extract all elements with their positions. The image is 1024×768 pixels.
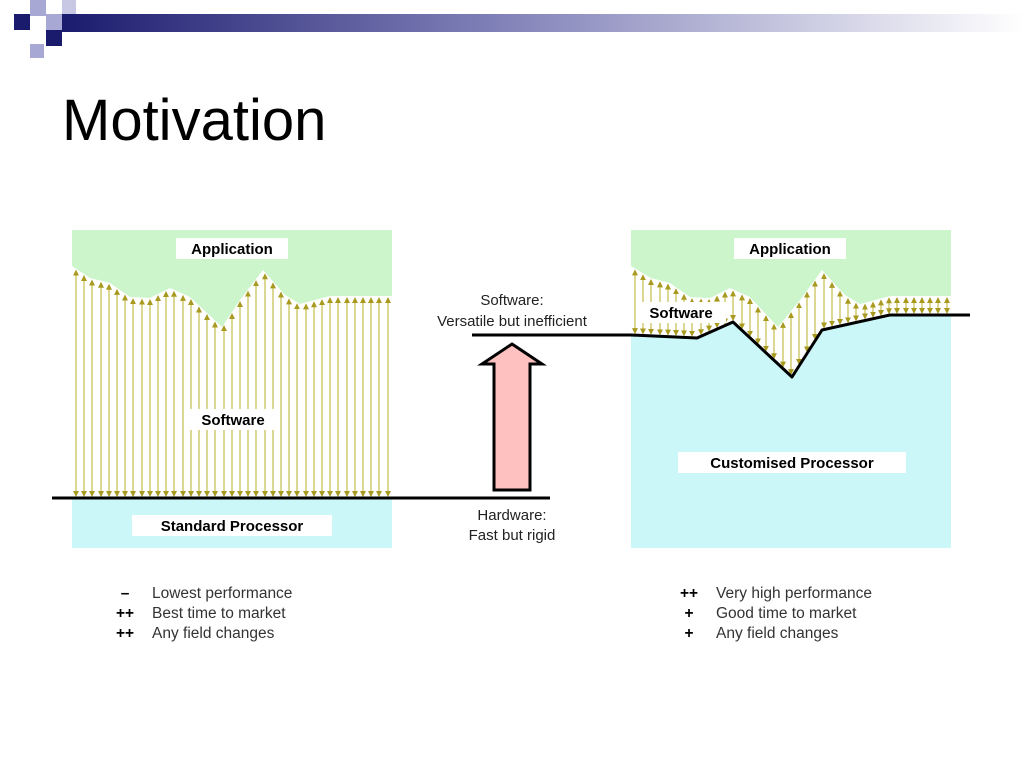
pros-cons-row: ++ Very high performance (672, 584, 872, 604)
pros-cons-row: – Lowest performance (108, 584, 293, 604)
rating-symbol: ++ (115, 605, 135, 622)
rating-text: Very high performance (716, 585, 872, 602)
rating-text: Best time to market (152, 605, 286, 622)
hardware-caption-line1: Hardware: (477, 507, 546, 524)
software-label-bg-right (636, 302, 726, 323)
pros-cons-row: + Any field changes (672, 624, 872, 644)
customised-processor-panel: Application Software Customised Processo… (630, 230, 970, 548)
application-area-right (631, 230, 951, 327)
software-caption-line1: Software: (480, 292, 543, 309)
up-arrow (477, 342, 547, 492)
pros-cons-left: – Lowest performance ++ Best time to marke… (108, 584, 293, 644)
application-label-right: Application (749, 241, 831, 258)
rating-text: Good time to market (716, 605, 857, 622)
rating-text: Lowest performance (152, 585, 293, 602)
middle-comparison: Software: Versatile but inefficient Hard… (437, 292, 640, 544)
deco-square-dark (14, 14, 30, 30)
rating-symbol: ++ (115, 625, 135, 642)
hardware-line-right (630, 313, 970, 379)
software-caption-line2: Versatile but inefficient (437, 313, 588, 330)
application-label-bg-left (176, 238, 288, 259)
standard-processor-panel: Application Software Standard Processor (52, 230, 550, 548)
pros-cons-row: + Good time to market (672, 604, 872, 624)
software-label-right: Software (649, 305, 712, 322)
software-arrows-left (73, 269, 391, 497)
deco-square-light (62, 0, 76, 14)
processor-label-bg-right (678, 452, 906, 473)
pros-cons-row: ++ Any field changes (108, 624, 292, 644)
header-gradient-bar (60, 14, 1024, 32)
deco-square-light (46, 14, 62, 30)
deco-square-light (30, 0, 46, 16)
software-label-bg-left (188, 409, 278, 430)
processor-label-bg-left (132, 515, 332, 536)
rating-symbol: + (684, 605, 694, 622)
application-label-left: Application (191, 241, 273, 258)
deco-square-dark (46, 30, 62, 46)
corner-decoration (14, 0, 1024, 58)
processor-label-right: Customised Processor (710, 455, 874, 472)
page-title: Motivation (62, 88, 327, 153)
application-label-bg-right (734, 238, 846, 259)
hardware-caption-line2: Fast but rigid (469, 527, 556, 544)
processor-label-left: Standard Processor (161, 518, 304, 535)
rating-text: Any field changes (152, 625, 275, 642)
application-area-left (72, 230, 392, 327)
rating-text: Any field changes (716, 625, 839, 642)
rating-symbol: – (120, 585, 130, 602)
software-label-left: Software (201, 412, 264, 429)
deco-square-light (30, 44, 44, 58)
pros-cons-row: ++ Best time to market (108, 604, 292, 624)
rating-symbol: + (684, 625, 694, 642)
pros-cons-right: ++ Very high performance + Good time to ma… (672, 584, 872, 644)
rating-symbol: ++ (679, 585, 699, 602)
